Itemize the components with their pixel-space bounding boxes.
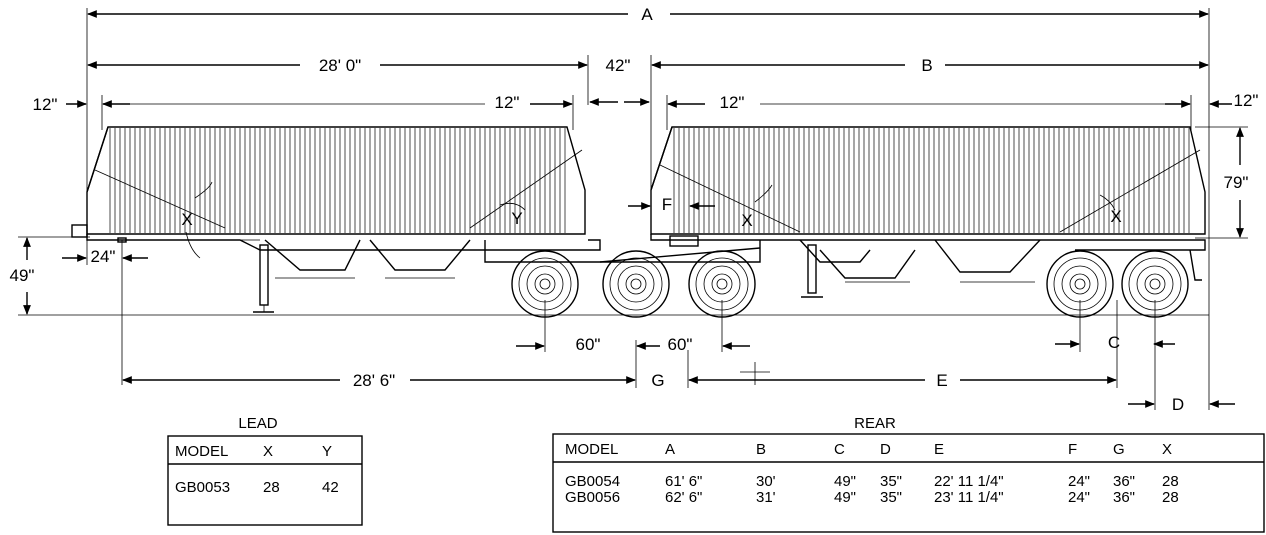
rear-cell-a: 62' 6" — [665, 489, 702, 506]
lead-cell-y: 42 — [322, 479, 339, 496]
rear-cell-c: 49" — [834, 473, 856, 490]
rear-cell-f: 24" — [1068, 473, 1090, 490]
lead-table-title: LEAD — [238, 415, 277, 432]
dim-rear-inner-label: 12" — [720, 93, 745, 112]
dim-height-label: 79" — [1224, 173, 1249, 192]
rear-cell-c: 49" — [834, 489, 856, 506]
rear-table-title: REAR — [854, 415, 896, 432]
rear-cell-e: 23' 11 1/4" — [934, 489, 1004, 506]
dim-gap-label: 42" — [606, 56, 631, 75]
lead-cell-x: 28 — [263, 479, 280, 496]
rear-header-g: G — [1113, 441, 1125, 458]
dim-c-label: C — [1108, 333, 1120, 352]
rear-header-f: F — [1068, 441, 1077, 458]
angle-y-label: Y — [511, 209, 522, 228]
dim-kingpin-label: 24" — [91, 247, 116, 266]
wheels — [511, 250, 1189, 318]
dim-lead-inner-label: 12" — [495, 93, 520, 112]
dim-rear-overhang-label: 12" — [1234, 91, 1259, 110]
rear-header-a: A — [665, 441, 675, 458]
table-row: GB0054 61' 6" 30' 49" 35" 22' 11 1/4" 24… — [565, 473, 1179, 490]
rear-cell-a: 61' 6" — [665, 473, 702, 490]
dim-lead-overhang-label: 12" — [33, 95, 58, 114]
table-row: GB0056 62' 6" 31' 49" 35" 23' 11 1/4" 24… — [565, 489, 1179, 506]
rear-header-e: E — [934, 441, 944, 458]
rear-cell-model: GB0054 — [565, 473, 620, 490]
lead-trailer — [71, 126, 601, 313]
rear-cell-d: 35" — [880, 473, 902, 490]
rear-cell-g: 36" — [1113, 489, 1135, 506]
rear-cell-x: 28 — [1162, 489, 1179, 506]
wheel-dolly — [688, 250, 756, 318]
wheel-rear-2 — [1121, 250, 1189, 318]
rear-cell-b: 30' — [756, 473, 776, 490]
angle-x-rear-back-label: X — [1110, 207, 1121, 226]
dimension-labels: A 28' 0" 42" B 12" 12" 12" 12" 79" 24" 4… — [10, 5, 1259, 414]
dim-wheelbase-label: 28' 6" — [353, 371, 395, 390]
lead-header-model: MODEL — [175, 443, 228, 460]
rear-table-header-row: MODEL A B C D E F G X — [565, 441, 1172, 458]
wheel-lead-rear-2 — [602, 250, 670, 318]
rear-trailer — [650, 126, 1206, 298]
lead-header-x: X — [263, 443, 273, 460]
angle-x-lead-label: X — [181, 210, 192, 229]
dimension-lines — [18, 8, 1248, 410]
wheel-lead-rear-1 — [511, 250, 579, 318]
lead-table: LEAD MODEL X Y GB0053 28 42 — [167, 415, 363, 526]
angle-x-rear-front-label: X — [741, 211, 752, 230]
rear-table: REAR MODEL A B C D E F G X GB0054 61' 6"… — [552, 415, 1265, 533]
rear-header-x: X — [1162, 441, 1172, 458]
dim-e-label: E — [936, 371, 947, 390]
dim-a-label: A — [641, 5, 653, 24]
dim-d-label: D — [1172, 395, 1184, 414]
dim-lead-height-label: 49" — [10, 266, 35, 285]
dim-spread-1-label: 60" — [576, 335, 601, 354]
lead-header-y: Y — [322, 443, 332, 460]
rear-header-model: MODEL — [565, 441, 618, 458]
rear-header-b: B — [756, 441, 766, 458]
rear-header-c: C — [834, 441, 845, 458]
rear-cell-b: 31' — [756, 489, 776, 506]
wheel-rear-1 — [1046, 250, 1114, 318]
dim-spread-2-label: 60" — [668, 335, 693, 354]
rear-cell-x: 28 — [1162, 473, 1179, 490]
dim-g-label: G — [651, 371, 664, 390]
rear-cell-d: 35" — [880, 489, 902, 506]
rear-cell-g: 36" — [1113, 473, 1135, 490]
dim-lead-length-label: 28' 0" — [319, 56, 361, 75]
dim-f-label: F — [662, 195, 672, 214]
rear-header-d: D — [880, 441, 891, 458]
rear-cell-e: 22' 11 1/4" — [934, 473, 1004, 490]
rear-cell-model: GB0056 — [565, 489, 620, 506]
rear-cell-f: 24" — [1068, 489, 1090, 506]
lead-cell-model: GB0053 — [175, 479, 230, 496]
dim-b-label: B — [921, 56, 932, 75]
